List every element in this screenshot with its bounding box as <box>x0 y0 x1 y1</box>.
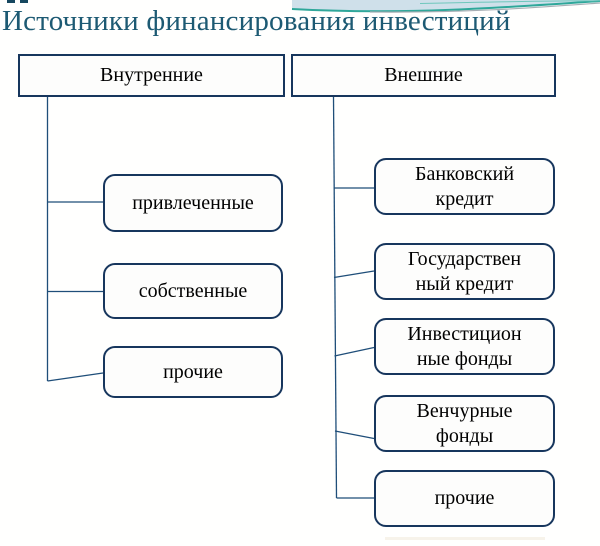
node-external-venture-funds: Венчурные фонды <box>374 395 555 452</box>
node-label: прочие <box>163 360 223 383</box>
bottom-faint-strip <box>385 537 545 540</box>
connector-external-child-2 <box>333 270 375 279</box>
node-external-bank-credit: Банковский кредит <box>374 158 555 215</box>
node-label: Инвестицион <box>407 322 522 345</box>
node-label: Государствен <box>407 247 522 270</box>
node-label: фонды <box>435 424 494 447</box>
node-label: Банковский <box>414 162 515 185</box>
connector-external-trunk <box>332 96 338 499</box>
connector-internal-child-3 <box>47 372 104 382</box>
page-title: Источники финансирования инвестиций <box>2 5 511 37</box>
node-internal-prochie: прочие <box>103 346 283 398</box>
node-internal-privlechennye: привлеченные <box>103 174 283 232</box>
node-label: кредит <box>435 187 494 210</box>
node-label: Венчурные <box>416 399 513 422</box>
top-left-clipped-marks <box>7 0 28 3</box>
node-label: ные фонды <box>416 347 513 370</box>
node-label: привлеченные <box>132 191 254 214</box>
node-label: прочие <box>434 487 495 509</box>
node-external-state-credit: Государствен ный кредит <box>374 243 555 300</box>
connector-external-child-3 <box>334 346 375 357</box>
branch-header-internal: Внутренние <box>18 54 285 97</box>
node-internal-sobstvennye: собственные <box>103 263 283 319</box>
branch-header-internal-label: Внутренние <box>100 64 203 86</box>
branch-header-external-label: Внешние <box>384 64 463 86</box>
connector-external-child-4 <box>334 430 375 440</box>
node-label: ный кредит <box>415 272 514 295</box>
node-external-prochie: прочие <box>374 470 555 527</box>
node-label: собственные <box>138 279 248 302</box>
branch-header-external: Внешние <box>291 54 556 97</box>
node-external-investment-funds: Инвестицион ные фонды <box>374 318 555 375</box>
